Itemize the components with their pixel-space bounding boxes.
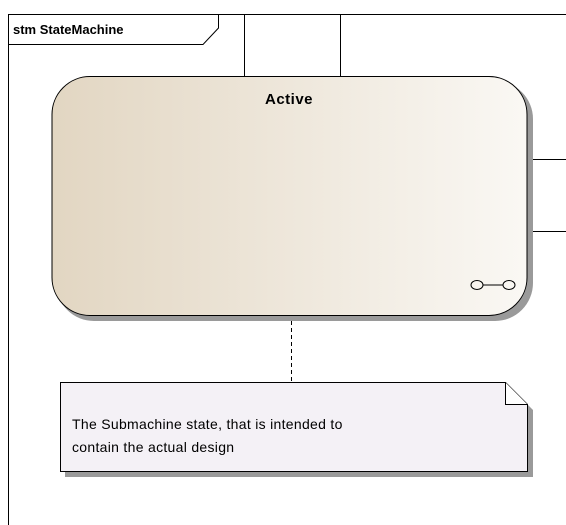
- frame-title-tab: [8, 14, 219, 45]
- note-text-line-1: The Submachine state, that is intended t…: [72, 416, 343, 432]
- state-name: Active: [265, 91, 313, 108]
- note-dog-ear: [505, 382, 528, 405]
- note-text-line-2: contain the actual design: [72, 439, 234, 455]
- state-active[interactable]: Active: [51, 76, 533, 322]
- infinity-link-icon: [470, 280, 516, 290]
- note-body[interactable]: [60, 382, 528, 472]
- connector-lines: [244, 15, 566, 382]
- diagram-frame: stm StateMachine: [8, 14, 566, 525]
- note[interactable]: The Submachine state, that is intended t…: [60, 382, 534, 478]
- frame-title: stm StateMachine: [13, 22, 124, 37]
- state-body[interactable]: [51, 76, 528, 316]
